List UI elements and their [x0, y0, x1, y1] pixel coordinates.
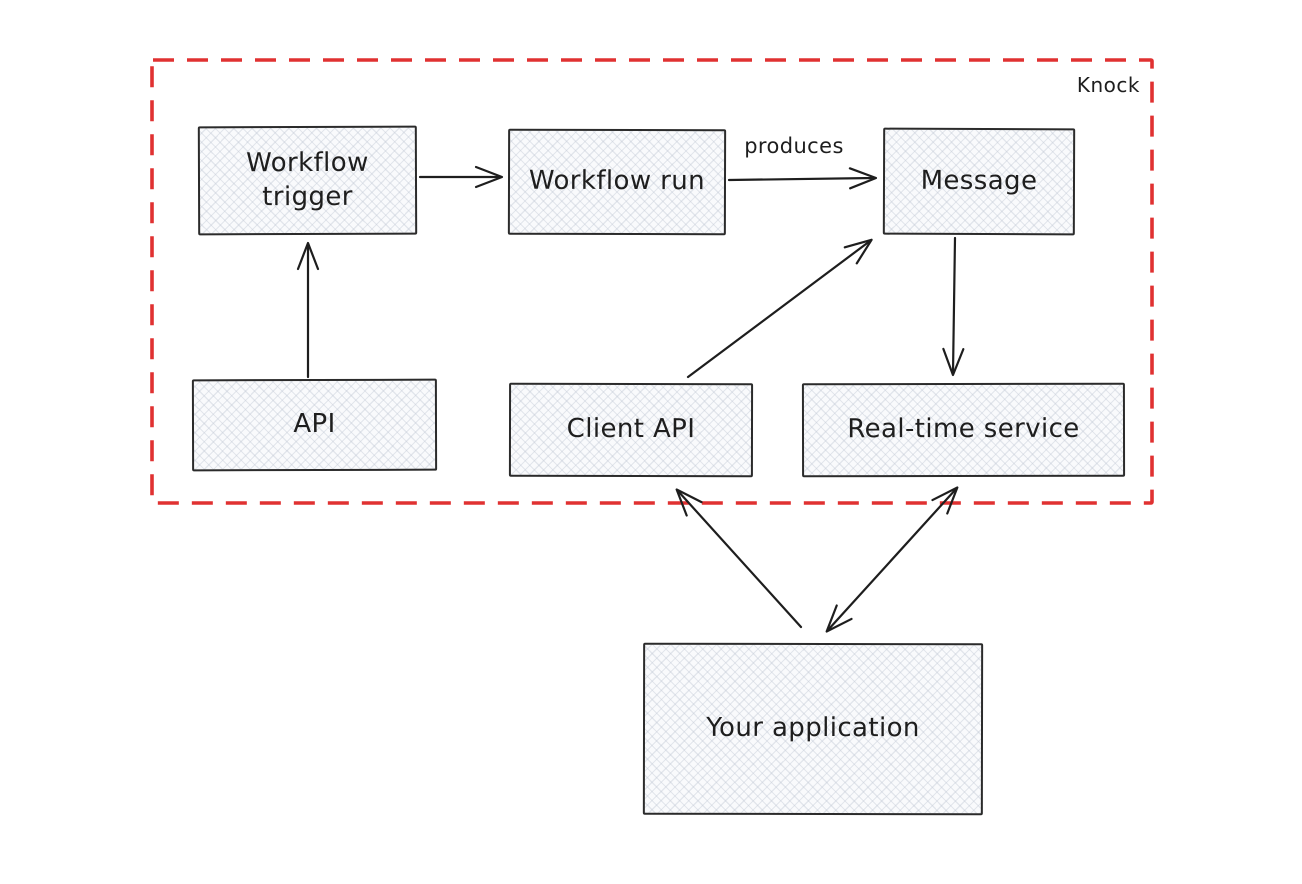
node-your-application-label: Your application — [706, 712, 920, 744]
node-workflow-trigger-label: Workflow trigger — [246, 147, 369, 212]
node-workflow-run: Workflow run — [507, 128, 727, 236]
arrow-your-application-to-client-api — [675, 488, 803, 629]
arrow-workflow-run-to-message — [727, 167, 878, 190]
edge-label-produces: produces — [744, 134, 844, 158]
node-workflow-run-label: Workflow run — [528, 165, 706, 197]
knock-boundary-label: Knock — [1076, 73, 1140, 97]
node-message: Message — [882, 127, 1076, 236]
arrow-client-api-to-message — [686, 238, 873, 379]
node-workflow-trigger: Workflow trigger — [197, 125, 418, 236]
node-client-api-label: Client API — [566, 413, 696, 445]
node-api: API — [191, 378, 438, 472]
node-api-label: API — [293, 409, 336, 440]
arrow-realtime-service-your-application-two-way — [825, 486, 959, 633]
node-realtime-service-label: Real-time service — [847, 413, 1080, 445]
node-realtime-service: Real-time service — [801, 382, 1126, 478]
arrow-message-to-realtime-service — [942, 236, 965, 377]
node-your-application: Your application — [642, 642, 984, 816]
node-message-label: Message — [920, 165, 1038, 196]
node-client-api: Client API — [508, 382, 754, 478]
